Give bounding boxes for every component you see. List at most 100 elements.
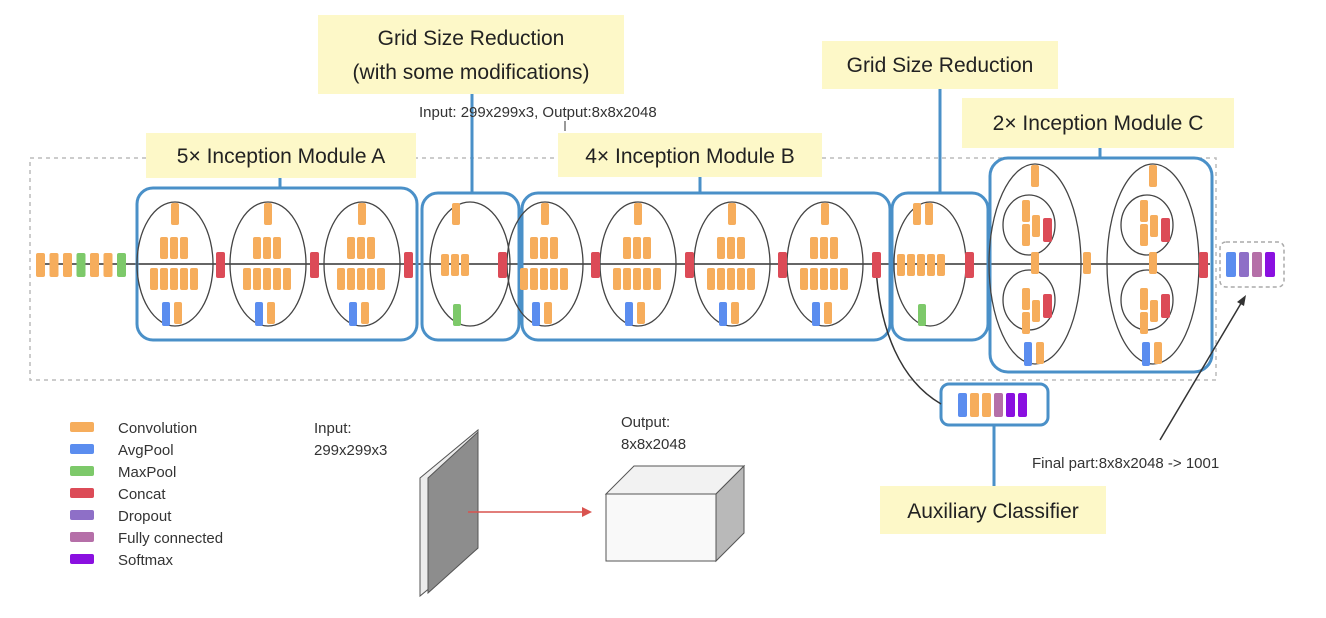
conv-block (810, 268, 818, 290)
inception-ellipse (323, 201, 401, 327)
grid-reduction-2-label: Grid Size Reduction (847, 54, 1034, 77)
grid-reduction-1-line1: Grid Size Reduction (378, 27, 565, 50)
conv-block (451, 254, 459, 276)
conv-block (717, 237, 725, 259)
conv-block (1031, 252, 1039, 274)
callout-grid-reduction-2: Grid Size Reduction (822, 41, 1058, 89)
conv-block (613, 268, 621, 290)
conv-block (337, 268, 345, 290)
conv-block (63, 253, 72, 277)
inception-ellipse (1120, 194, 1174, 256)
final-part-box (1219, 241, 1285, 288)
concat-block (1043, 218, 1052, 242)
conv-block (634, 203, 642, 225)
conv-block (1150, 300, 1158, 322)
avgpool-block (625, 302, 633, 326)
conv-block (925, 203, 933, 225)
conv-block (49, 253, 59, 277)
conv-block (36, 253, 45, 277)
input-label-line1: Input: (314, 420, 352, 437)
callout-module-a: 5× Inception Module A (146, 133, 416, 178)
legend-swatch (70, 554, 94, 564)
conv-block (897, 254, 905, 276)
module-c-label: 2× Inception Module C (993, 112, 1204, 135)
conv-block (970, 393, 979, 417)
conv-block (633, 237, 641, 259)
conv-block (520, 268, 528, 290)
input-slab (419, 428, 479, 598)
conv-block (377, 268, 385, 290)
output-label-line2: 8x8x2048 (621, 436, 686, 453)
conv-block (982, 393, 991, 417)
legend-swatch (70, 466, 94, 476)
conv-block (550, 268, 558, 290)
final-part-arrowhead (1237, 295, 1246, 306)
conv-block (530, 237, 538, 259)
conv-block (357, 268, 365, 290)
avgpool-block (532, 302, 540, 326)
conv-block (243, 268, 251, 290)
conv-block (907, 254, 915, 276)
legend: ConvolutionAvgPoolMaxPoolConcatDropoutFu… (70, 420, 223, 569)
conv-block (273, 237, 281, 259)
concat-block (404, 252, 413, 278)
legend-label: Convolution (118, 420, 197, 437)
conv-block (1140, 288, 1148, 310)
legend-label: Softmax (118, 552, 174, 569)
conv-block (358, 203, 366, 225)
conv-block (273, 268, 281, 290)
maxpool-block (76, 253, 86, 277)
conv-block (357, 237, 365, 259)
final-part-note: Final part:8x8x2048 -> 1001 (1032, 455, 1219, 472)
conv-block (820, 237, 828, 259)
conv-block (1022, 200, 1030, 222)
conv-block (170, 237, 178, 259)
conv-block (347, 237, 355, 259)
concat-block (216, 252, 225, 278)
avgpool-block (1142, 342, 1150, 366)
legend-label: Fully connected (118, 530, 223, 547)
conv-block (367, 237, 375, 259)
conv-block (830, 237, 838, 259)
output-label-line1: Output: (621, 414, 670, 431)
conv-block (747, 268, 755, 290)
conv-block (1140, 200, 1148, 222)
conv-block (150, 268, 158, 290)
conv-block (1154, 342, 1162, 364)
conv-block (830, 268, 838, 290)
input-output-arrowhead (582, 507, 592, 517)
conv-block (643, 268, 651, 290)
conv-block (821, 203, 829, 225)
conv-block (937, 254, 945, 276)
module-b-box (520, 191, 892, 342)
conv-block (171, 203, 179, 225)
callout-connectors (278, 89, 1102, 486)
concat-block (498, 252, 507, 278)
conv-block (180, 268, 188, 290)
conv-block (264, 203, 272, 225)
conv-block (637, 302, 645, 324)
softmax-block (1006, 393, 1015, 417)
avgpool-block (162, 302, 170, 326)
avgpool-block (349, 302, 357, 326)
conv-block (643, 237, 651, 259)
conv-block (160, 237, 168, 259)
conv-block (1140, 224, 1148, 246)
conv-block (1149, 165, 1157, 187)
conv-block (170, 268, 178, 290)
module-a-label: 5× Inception Module A (177, 145, 385, 168)
conv-block (623, 237, 631, 259)
conv-block (1032, 215, 1040, 237)
conv-block (1036, 342, 1044, 364)
legend-swatch (70, 444, 94, 454)
conv-block (190, 268, 198, 290)
legend-swatch (70, 532, 94, 542)
callout-grid-reduction-1: Grid Size Reduction (with some modificat… (318, 15, 624, 94)
fc-block (994, 393, 1003, 417)
conv-block (737, 237, 745, 259)
conv-block (810, 237, 818, 259)
conv-block (1140, 312, 1148, 334)
conv-block (253, 237, 261, 259)
conv-block (267, 302, 275, 324)
callout-module-b: 4× Inception Module B (558, 133, 822, 177)
